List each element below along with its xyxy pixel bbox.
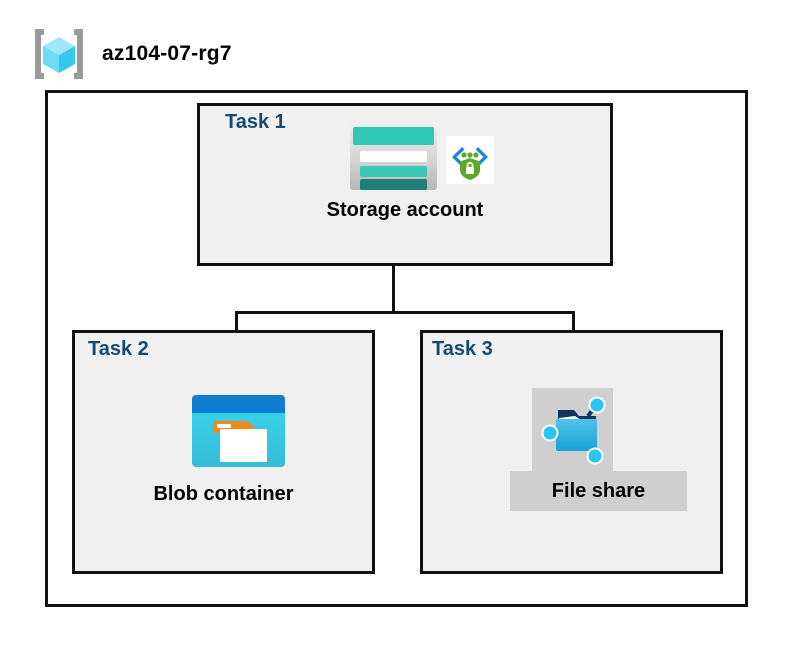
resource-group-title: az104-07-rg7	[102, 42, 232, 65]
storage-icon-header-bar	[353, 127, 434, 145]
blob-icon-tab-slot	[217, 424, 231, 428]
storage-account-icon	[350, 124, 437, 190]
storage-icon-bar-teal	[360, 166, 427, 177]
storage-icon-bar-white	[360, 151, 427, 162]
blob-icon-header-bar	[192, 395, 285, 413]
connector-horizontal-bus	[235, 311, 575, 314]
connector-storage-stem	[392, 223, 395, 313]
task-2-label: Task 2	[88, 338, 149, 360]
resource-group-header: az104-07-rg7	[30, 26, 232, 82]
resource-group-cube-icon	[30, 26, 88, 82]
task-3-label: Task 3	[432, 338, 493, 360]
file-share-label: File share	[510, 471, 687, 511]
blob-container-label: Blob container	[153, 483, 294, 505]
secure-shield-icon	[446, 136, 494, 184]
task-1-label: Task 1	[225, 111, 286, 133]
storage-account-label: Storage account	[326, 199, 484, 221]
storage-icon-bar-dark	[360, 179, 427, 190]
file-share-icon	[532, 388, 613, 471]
blob-icon-document	[220, 429, 267, 462]
blob-container-icon	[192, 395, 285, 467]
